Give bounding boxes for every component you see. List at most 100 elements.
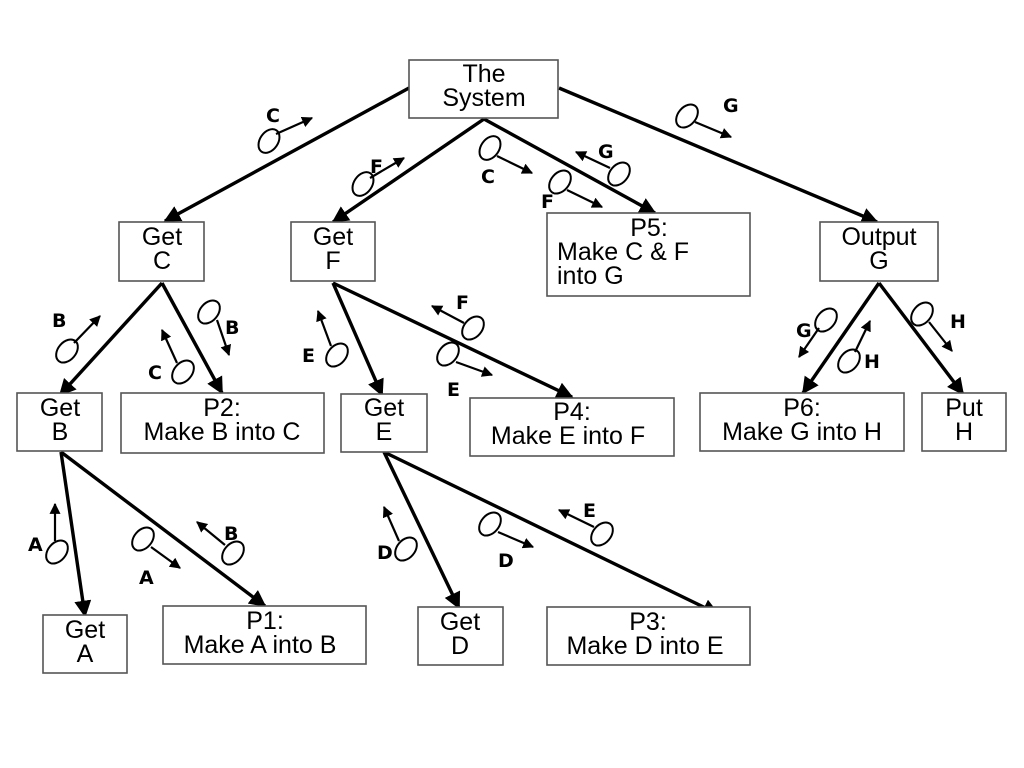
flow-couple: E [558, 500, 614, 547]
flow-arrow [431, 305, 465, 324]
edge-system-getf [331, 117, 485, 224]
module-line: Get [40, 394, 80, 422]
module-line: into G [557, 262, 624, 290]
module-line: Get [313, 223, 353, 251]
data-couple-icon [478, 135, 502, 161]
modules: The System Get C Get F P5: Make C & F in… [16, 59, 1007, 674]
flow-couple: A [131, 526, 181, 589]
edge-getf-p4 [332, 281, 574, 399]
data-couple-icon [548, 169, 572, 195]
flow-label-g: G [723, 95, 739, 117]
flow-label-e: E [447, 379, 460, 401]
flow-arrow [694, 120, 733, 139]
module-p4[interactable]: P4: Make E into F [469, 397, 675, 457]
flow-arrow [316, 309, 333, 347]
module-get-f[interactable]: Get F [290, 221, 376, 282]
flow-couple: C [148, 328, 195, 385]
module-line: Make C & F [557, 238, 689, 266]
data-couple-icon [197, 299, 221, 325]
module-the-system[interactable]: The System [408, 59, 559, 119]
edge-getf-gete [331, 282, 384, 397]
flow-couple: C [478, 135, 533, 188]
module-line: Make G into H [722, 418, 882, 446]
module-line: D [451, 632, 469, 660]
module-line: P2: [203, 394, 241, 422]
flow-couple: F [431, 292, 485, 341]
module-get-a[interactable]: Get A [42, 614, 128, 674]
flow-arrow [369, 157, 405, 179]
flow-arrow [275, 116, 314, 136]
module-p1[interactable]: P1: Make A into B [162, 605, 367, 665]
flow-label-f: F [456, 292, 469, 314]
module-line: Make A into B [184, 631, 337, 659]
module-line: Put [945, 394, 983, 422]
module-put-h[interactable]: Put H [921, 392, 1007, 452]
flow-arrow [455, 360, 494, 377]
data-couple-icon [45, 539, 69, 565]
module-get-e[interactable]: Get E [340, 393, 428, 453]
data-couple-icon [257, 128, 281, 154]
edge-getb-p1 [59, 450, 267, 608]
flow-arrow [497, 530, 535, 549]
module-output-g[interactable]: Output G [819, 221, 939, 282]
module-line: A [77, 640, 94, 668]
module-get-d[interactable]: Get D [417, 606, 504, 666]
edge-system-p5 [483, 117, 657, 215]
module-line: H [955, 418, 973, 446]
data-couple-icon [351, 171, 375, 197]
edge-outputg-puth [877, 281, 965, 396]
edge-getb-geta [59, 451, 92, 618]
module-p5[interactable]: P5: Make C & F into G [546, 212, 751, 297]
flow-arrow [73, 315, 101, 344]
flow-label-b: B [224, 523, 238, 545]
flow-couple: H [837, 320, 880, 374]
module-line: E [376, 418, 393, 446]
module-line: B [52, 418, 69, 446]
module-line: Make E into F [491, 422, 645, 450]
module-get-b[interactable]: Get B [16, 392, 103, 452]
data-flows: C F C G F G B [28, 95, 966, 589]
module-line: Get [364, 394, 404, 422]
module-line: Get [440, 608, 480, 636]
flow-couple: G [675, 95, 739, 139]
flow-couple: E [436, 341, 494, 401]
module-line: The [462, 60, 505, 88]
flow-label-h: H [864, 351, 880, 373]
flow-label-c: C [481, 166, 495, 188]
flow-couple: A [28, 502, 69, 565]
flow-arrow [558, 509, 595, 528]
flow-arrow [196, 521, 226, 546]
flow-couple: G [575, 141, 631, 187]
data-couple-icon [131, 526, 155, 552]
flow-label-e: E [583, 500, 596, 522]
data-couple-icon [910, 301, 934, 327]
module-p6[interactable]: P6: Make G into H [699, 392, 905, 452]
flow-label-e: E [302, 345, 315, 367]
module-line: P1: [246, 607, 284, 635]
tree-edges [58, 86, 965, 618]
module-p2[interactable]: P2: Make B into C [120, 392, 325, 454]
flow-label-d: D [498, 550, 514, 572]
flow-label-g: G [796, 320, 812, 342]
module-p3[interactable]: P3: Make D into E [546, 606, 751, 666]
flow-arrow [160, 328, 179, 364]
data-couple-icon [461, 315, 485, 341]
flow-couple: G [796, 307, 838, 358]
module-line: Make B into C [143, 418, 300, 446]
flow-couple: D [377, 505, 418, 564]
flow-arrow [798, 327, 820, 358]
edge-system-outputg [558, 86, 879, 224]
flow-label-b: B [225, 317, 239, 339]
edge-system-getc [163, 86, 410, 223]
module-get-c[interactable]: Get C [118, 221, 205, 282]
data-couple-icon [590, 521, 614, 547]
flow-couple: B [196, 521, 245, 566]
flow-couple: C [257, 105, 314, 154]
module-line: P3: [629, 608, 667, 636]
flow-label-f: F [541, 191, 554, 213]
flow-arrow [150, 546, 181, 569]
flow-label-d: D [377, 542, 393, 564]
flow-couple: B [52, 310, 101, 364]
flow-couple: E [302, 309, 349, 368]
